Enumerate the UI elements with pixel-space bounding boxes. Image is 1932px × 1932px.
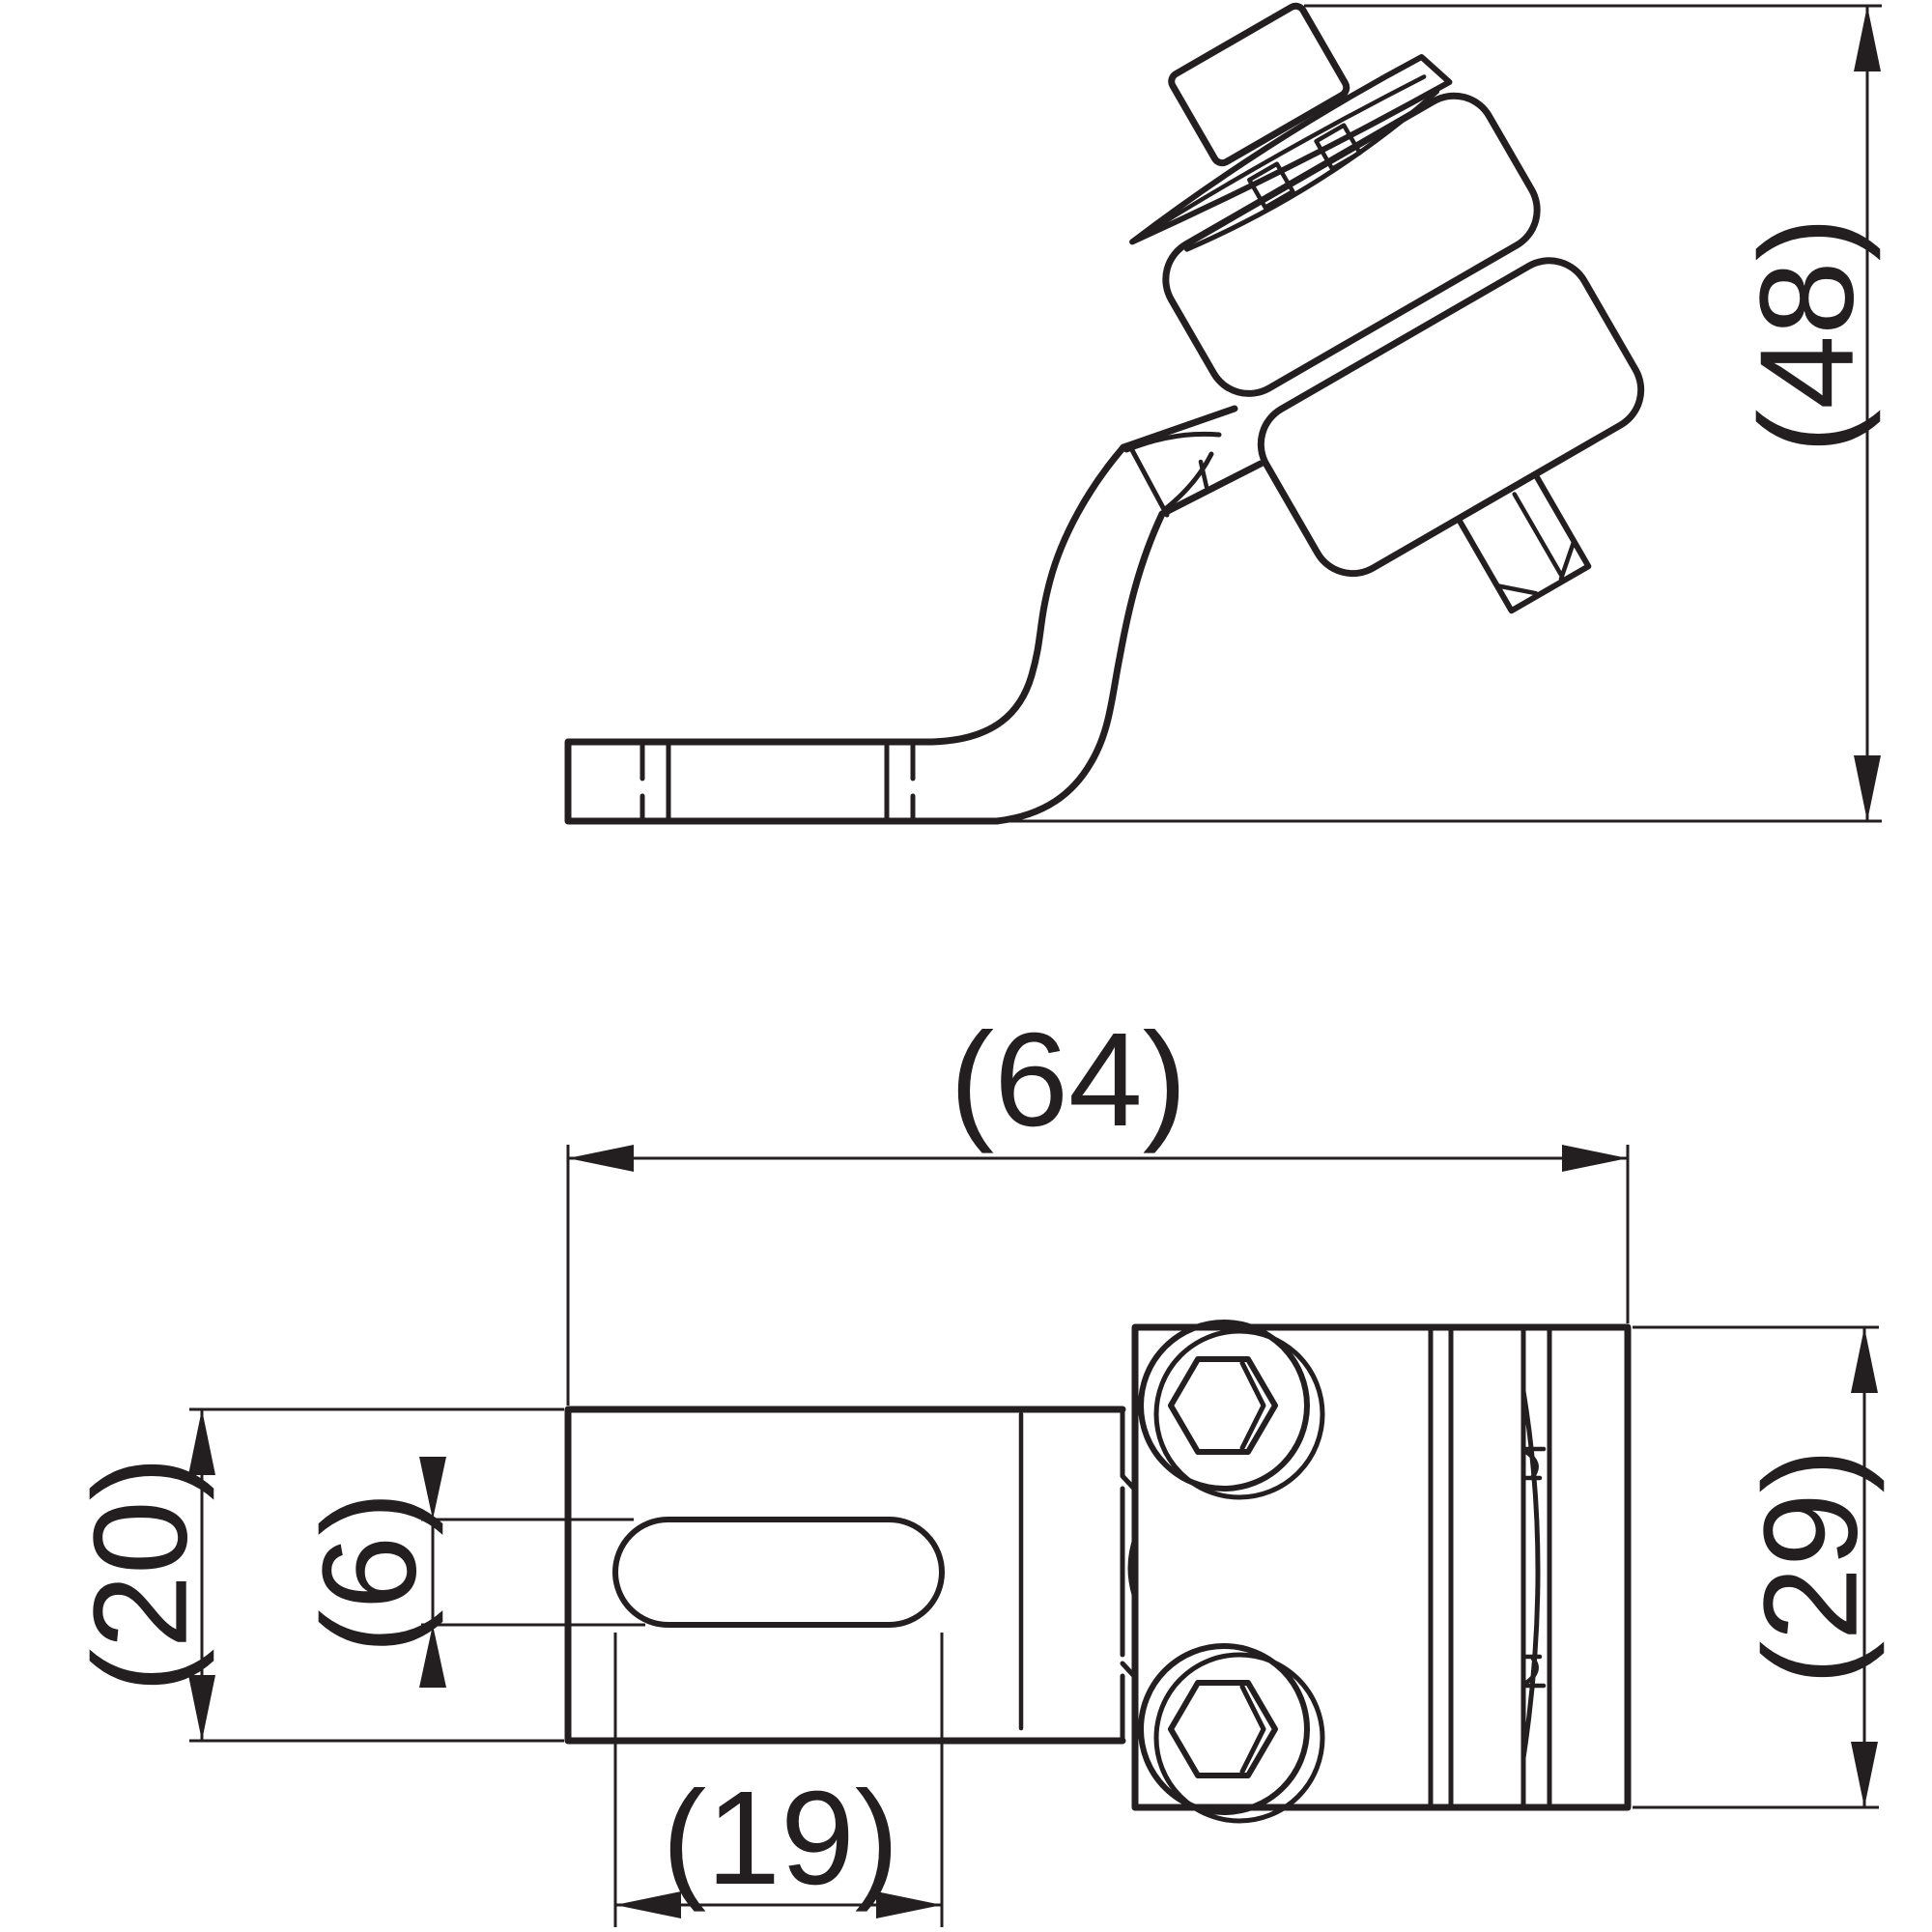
screw-head-circle xyxy=(1138,1320,1310,1492)
screw-head-offset-circle xyxy=(1153,1328,1325,1500)
overall-height-label: (48) xyxy=(1733,216,1882,453)
plate-right-edge xyxy=(1120,1406,1137,1744)
strap-rib-curve-lower xyxy=(1161,451,1214,513)
arrow-left-icon xyxy=(568,1145,634,1172)
hex-socket-chamfer xyxy=(1239,1684,1266,1775)
arrow-down-icon xyxy=(1851,1742,1878,1807)
plate xyxy=(564,1406,1137,1745)
dimension-overall-height: (48) xyxy=(1001,4,1882,823)
flange-key-tab-left xyxy=(1247,161,1295,211)
roller-assembly xyxy=(1129,2,1645,614)
arm-inner-curve xyxy=(993,510,1166,825)
arrow-down-icon xyxy=(188,1675,215,1741)
base-slot-edge-lines xyxy=(639,739,916,824)
overall-length-label: (64) xyxy=(950,1006,1186,1154)
hex-socket-icon xyxy=(1168,1680,1278,1778)
block-face-arc xyxy=(1127,1533,1139,1604)
clamp-block xyxy=(1127,1320,1632,1824)
arrow-up-icon xyxy=(1851,1327,1878,1393)
flange-key-tab-right xyxy=(1314,123,1362,172)
body-width-label: (29) xyxy=(1737,1448,1886,1685)
flange-inner-line xyxy=(1131,74,1427,243)
dimension-plate-width: (20) xyxy=(67,1407,564,1743)
dimension-body-width: (29) xyxy=(1633,1325,1886,1809)
arrow-up-icon xyxy=(419,1625,446,1688)
slot-width-label: (6) xyxy=(296,1492,444,1655)
cap-nut xyxy=(1168,2,1350,167)
hex-socket-icon xyxy=(1168,1356,1278,1455)
arrow-down-icon xyxy=(1854,755,1881,821)
bottom-view: (64) (20) (6) (19) xyxy=(67,1006,1886,1927)
hex-socket-chamfer xyxy=(1239,1360,1266,1451)
block-section-lines xyxy=(1428,1324,1552,1810)
arrow-up-icon xyxy=(1854,6,1881,71)
strap-rib-tick xyxy=(1198,459,1209,490)
arrow-down-icon xyxy=(419,1457,446,1520)
roller-edge-profile xyxy=(1520,1388,1547,1761)
bolt-stub-facets xyxy=(1494,492,1577,598)
dimension-slot-width: (6) xyxy=(296,1457,645,1688)
hex-socket-screw-bottom xyxy=(1138,1643,1325,1824)
strap-rib-curve-upper xyxy=(1123,431,1222,453)
screw-head-offset-circle xyxy=(1153,1652,1325,1824)
arrow-left-icon xyxy=(615,1891,681,1918)
base-plate-outline xyxy=(564,738,1001,825)
dimension-overall-length: (64) xyxy=(566,1006,1630,1406)
screw-head-circle xyxy=(1138,1643,1310,1815)
arrow-right-icon xyxy=(1562,1145,1628,1172)
plate-outline xyxy=(564,1406,1126,1745)
arm-outer-curve xyxy=(928,443,1127,746)
plate-slot xyxy=(612,1517,945,1628)
arm-strap-end xyxy=(1120,405,1264,518)
plate-width-label: (20) xyxy=(67,1456,215,1692)
roller-lower-half xyxy=(1257,257,1645,578)
block-outline xyxy=(1131,1323,1632,1811)
arrow-right-icon xyxy=(876,1891,942,1918)
side-view: (48) xyxy=(564,2,1882,825)
dimension-slot-length: (19) xyxy=(613,1633,944,1927)
roller-upper-half xyxy=(1162,92,1541,397)
arrow-up-icon xyxy=(188,1409,215,1475)
strap-end-cut xyxy=(1129,447,1170,518)
hex-socket-screw-top xyxy=(1138,1320,1325,1500)
slot-length-label: (19) xyxy=(662,1764,898,1913)
flange-washer xyxy=(1129,53,1453,245)
